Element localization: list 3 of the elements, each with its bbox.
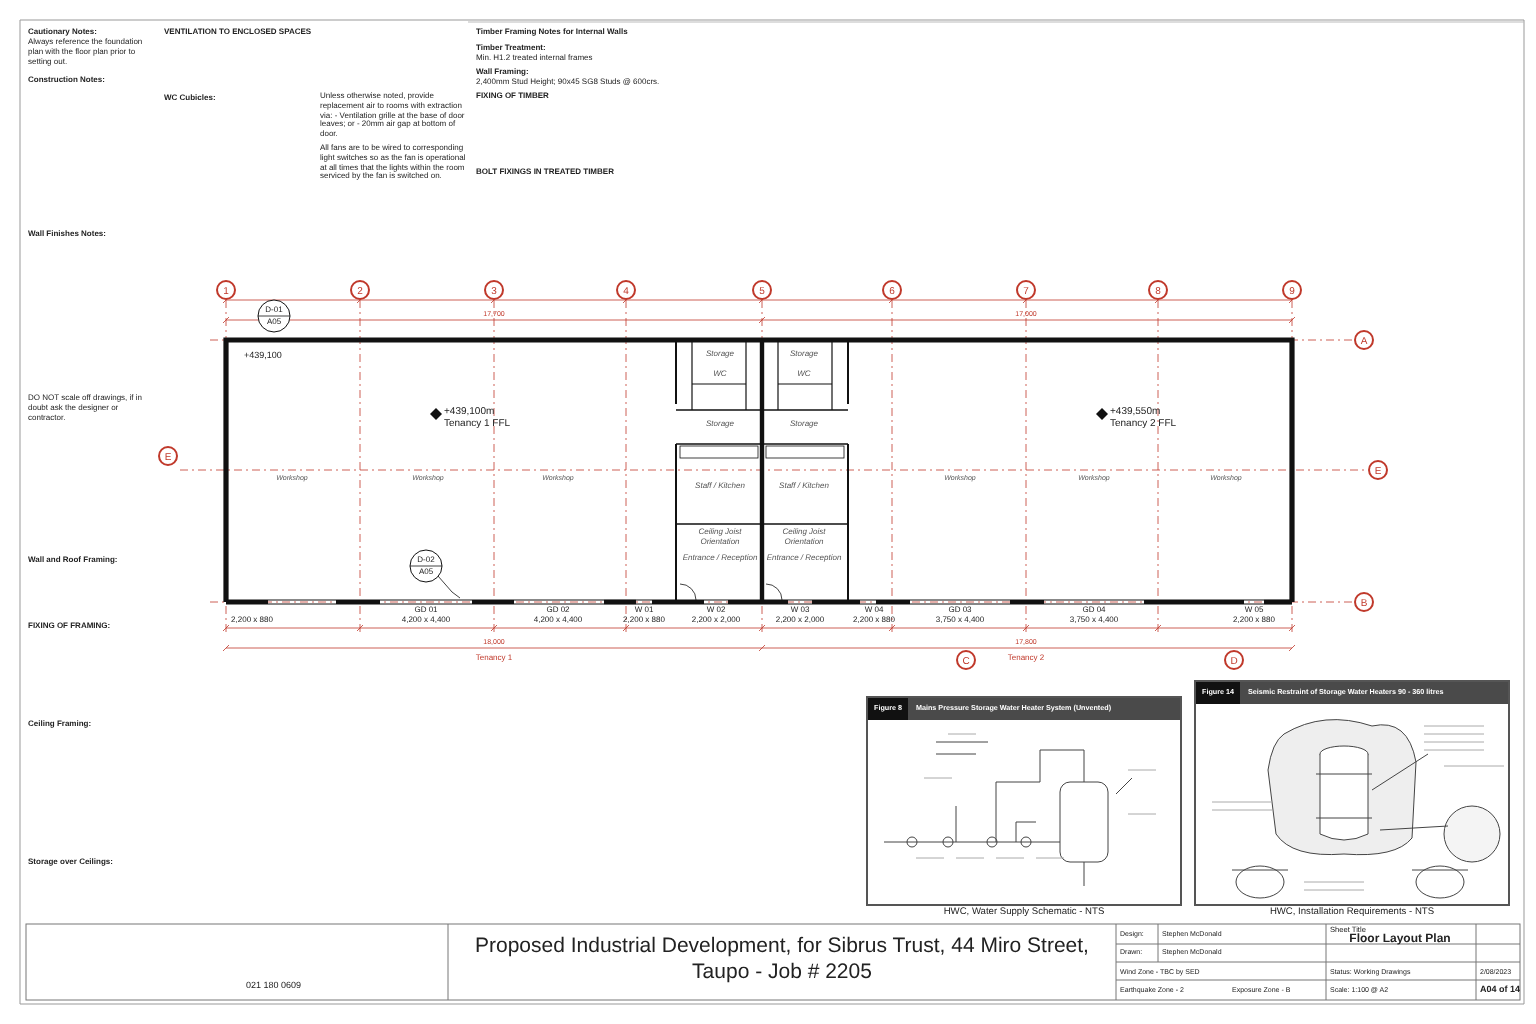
- figure-panel: [866, 696, 1182, 906]
- figure-panel: [1194, 680, 1510, 906]
- drawing-title: Proposed Industrial Development, for Sibrus Trust, 44 Miro Street, Taupo - Job # 2205: [473, 934, 1091, 987]
